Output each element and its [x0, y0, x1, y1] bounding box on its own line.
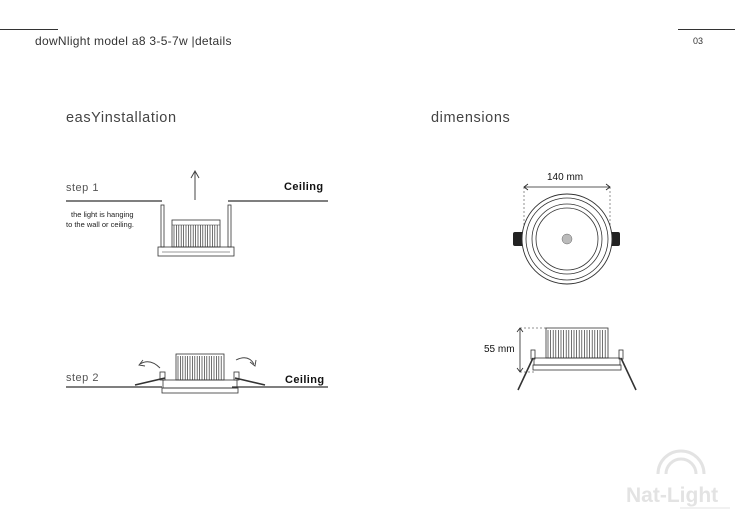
step1-note-line2: to the wall or ceiling. [66, 220, 134, 229]
led-lens [561, 233, 573, 245]
dimensions-title: dimensions [431, 110, 511, 126]
rotate-right-arrow-icon [235, 357, 255, 365]
step2-ceiling-label: Ceiling [285, 374, 325, 386]
downlight-fixture-step1 [157, 204, 235, 257]
step2-label: step 2 [66, 372, 99, 384]
installation-title: easYinstallation [66, 110, 177, 126]
nat-light-logo: Nat-Light [626, 449, 730, 509]
step1-note-line1: the light is hanging [71, 210, 134, 219]
step1-note: the light is hanging to the wall or ceil… [66, 210, 134, 230]
logo-text: Nat-Light [626, 484, 718, 507]
step1-label: step 1 [66, 182, 99, 194]
header-title: dowNlight model a8 3-5-7w |details [35, 34, 232, 48]
rotate-left-arrow-icon [139, 361, 161, 369]
step1-ceiling-label: Ceiling [284, 181, 324, 193]
header-rule-left [0, 29, 58, 30]
diameter-label: 140 mm [547, 172, 584, 183]
height-label: 55 mm [484, 344, 515, 355]
page-number: 03 [693, 36, 704, 46]
header-rule-right [678, 29, 735, 30]
downlight-fixture-step2 [134, 353, 266, 394]
